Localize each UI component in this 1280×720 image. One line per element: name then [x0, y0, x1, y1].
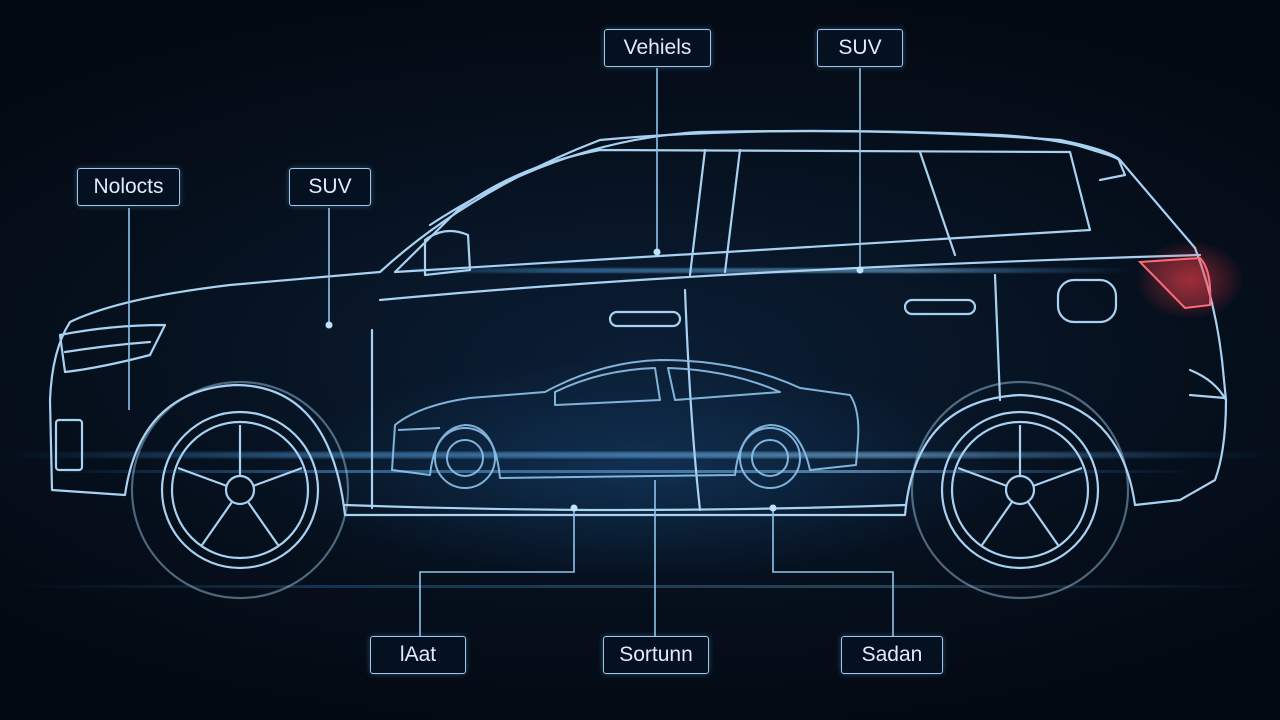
callout-dots — [325, 248, 864, 512]
callout-label-bottom-center: Sortunn — [603, 636, 709, 674]
tail-light — [1135, 240, 1245, 320]
callout-label-bottom-left: lAat — [370, 636, 466, 674]
light-streaks — [0, 268, 1280, 588]
callout-lines — [128, 68, 894, 636]
callout-label-top-right: SUV — [817, 29, 903, 67]
sedan-outline-icon — [391, 359, 860, 489]
callout-label-top-center: Vehiels — [604, 29, 711, 67]
callout-label-bottom-right: Sadan — [841, 636, 943, 674]
wheel-icon — [910, 380, 1130, 600]
callout-label-left-inner: SUV — [289, 168, 371, 206]
callout-label-left-outer: Nolocts — [77, 168, 180, 206]
suv-outline-icon — [48, 129, 1228, 517]
wheel-icon — [130, 380, 350, 600]
